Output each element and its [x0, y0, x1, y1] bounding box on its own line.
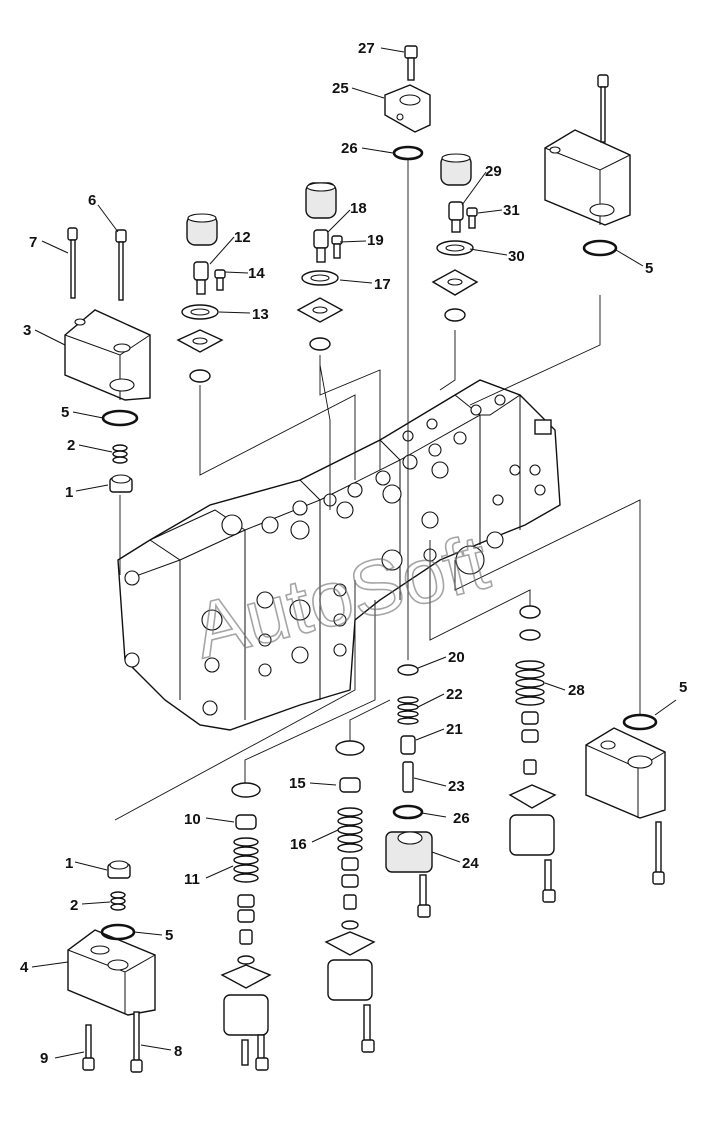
spring-2-lower [110, 891, 126, 911]
callout-2-upper: 2 [67, 437, 75, 454]
cover-block-upper-left [64, 309, 151, 401]
callout-3: 3 [23, 322, 31, 339]
callout-17: 17 [374, 276, 391, 293]
callout-12: 12 [234, 229, 251, 246]
callout-27: 27 [358, 40, 375, 57]
callout-25: 25 [332, 80, 349, 97]
callout-13: 13 [252, 306, 269, 323]
assembly-guide-lines [114, 160, 641, 821]
spool-assembly-20-24 [385, 664, 433, 918]
callout-19: 19 [367, 232, 384, 249]
callout-9: 9 [40, 1050, 48, 1067]
callout-7: 7 [29, 234, 37, 251]
side-face-bolts [124, 464, 521, 716]
callout-20: 20 [448, 649, 465, 666]
spool-assembly-15-16 [324, 740, 376, 1053]
cover-block-lower-left [67, 929, 156, 1016]
callout-10: 10 [184, 811, 201, 828]
o-ring-5-lower-left [100, 923, 136, 941]
callout-23: 23 [448, 778, 465, 795]
bolt-6 [115, 229, 127, 301]
callout-5-upper-left: 5 [61, 404, 69, 421]
o-ring-26-top [392, 145, 424, 161]
main-valve-block [117, 379, 561, 731]
callout-16: 16 [290, 836, 307, 853]
bolt-9 [82, 1024, 95, 1071]
pilot-cap-29-assembly [431, 153, 479, 322]
cover-block-lower-right [585, 727, 666, 885]
callout-29: 29 [485, 163, 502, 180]
spool-assembly-28 [508, 605, 557, 903]
callout-26-lower: 26 [453, 810, 470, 827]
callout-21: 21 [446, 721, 463, 738]
callout-15: 15 [289, 775, 306, 792]
pilot-cap-18-assembly [296, 182, 344, 351]
callout-1-upper: 1 [65, 484, 73, 501]
plug-1-upper [109, 474, 133, 493]
bolt-7 [67, 227, 78, 299]
pilot-cap-12-assembly [176, 213, 226, 383]
cover-25 [384, 84, 431, 133]
valve-ports [221, 394, 546, 575]
callout-26-top: 26 [341, 140, 358, 157]
callout-4: 4 [20, 959, 29, 976]
callout-6: 6 [88, 192, 96, 209]
callout-5-upper-right: 5 [645, 260, 653, 277]
callout-14: 14 [248, 265, 265, 282]
callout-28: 28 [568, 682, 585, 699]
callout-8: 8 [174, 1043, 182, 1060]
bolt-27 [404, 45, 418, 81]
callout-2-lower: 2 [70, 897, 78, 914]
callout-31: 31 [503, 202, 520, 219]
callout-22: 22 [446, 686, 463, 703]
spool-assembly-10-11 [220, 782, 272, 1071]
callout-5-lower-right: 5 [679, 679, 687, 696]
o-ring-5-lower-right [622, 713, 658, 731]
callout-labels: 27 25 26 29 31 30 5 18 19 17 12 14 13 6 … [20, 40, 687, 1067]
callout-leader-lines [31, 47, 677, 1059]
cover-block-upper-right [544, 74, 631, 226]
callout-11: 11 [184, 871, 200, 888]
bolt-8 [130, 1011, 143, 1073]
o-ring-5-upper-left [101, 409, 139, 427]
spring-2-upper [112, 444, 128, 464]
callout-24: 24 [462, 855, 479, 872]
callout-30: 30 [508, 248, 525, 265]
callout-5-lower-left: 5 [165, 927, 173, 944]
callout-18: 18 [350, 200, 367, 217]
plug-1-lower [107, 860, 131, 879]
o-ring-5-upper-right [582, 239, 618, 257]
callout-1-lower: 1 [65, 855, 73, 872]
